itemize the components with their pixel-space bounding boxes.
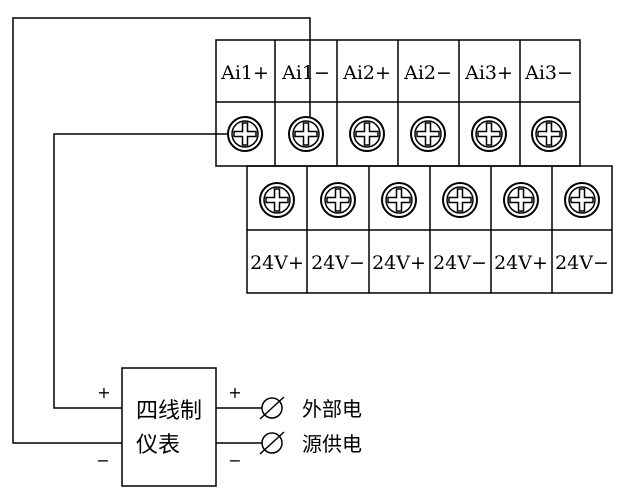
screw-icon xyxy=(259,182,295,218)
screw-icon xyxy=(410,116,446,152)
terminal-label-ai1-plus: Ai1+ xyxy=(220,62,269,84)
four-wire-meter: 四线制 仪表 + − + − xyxy=(96,367,242,487)
meter-left-minus: − xyxy=(96,451,109,470)
screw-icon xyxy=(349,116,385,152)
terminal-label-24v-plus: 24V+ xyxy=(372,252,426,274)
screw-icon xyxy=(503,182,539,218)
supply-label-line1: 外部电 xyxy=(302,397,362,421)
analog-input-terminal-block xyxy=(215,39,581,167)
terminal-label-24v-plus: 24V+ xyxy=(250,252,304,274)
meter-label-line1: 四线制 xyxy=(136,399,202,424)
top-terminal-labels: Ai1+ Ai1− Ai2+ Ai2− Ai3+ Ai3− xyxy=(220,62,573,84)
wire-ai1-plus xyxy=(53,133,228,409)
power-terminal-block xyxy=(246,165,613,294)
top-terminal-screws xyxy=(227,116,567,152)
meter-label-line2: 仪表 xyxy=(136,433,180,458)
screw-icon xyxy=(564,182,600,218)
screw-icon xyxy=(471,116,507,152)
screw-icon xyxy=(320,182,356,218)
supply-label-line2: 源供电 xyxy=(302,432,362,456)
meter-box xyxy=(121,367,217,487)
screw-icon xyxy=(381,182,417,218)
screw-icon xyxy=(442,182,478,218)
terminal-label-ai3-plus: Ai3+ xyxy=(464,62,513,84)
wires xyxy=(12,17,311,444)
supply-terminal-icon xyxy=(259,431,285,455)
terminal-label-ai1-minus: Ai1− xyxy=(281,62,330,84)
screw-icon xyxy=(531,116,567,152)
meter-right-minus: − xyxy=(228,451,241,470)
bottom-terminal-screws xyxy=(259,182,600,218)
bottom-terminal-labels: 24V+ 24V− 24V+ 24V− 24V+ 24V− xyxy=(250,252,609,274)
wire-ai1-minus xyxy=(12,17,311,444)
supply-terminal-icon xyxy=(259,396,285,420)
terminal-label-ai2-minus: Ai2− xyxy=(403,62,452,84)
terminal-label-ai3-minus: Ai3− xyxy=(524,62,573,84)
screw-icon xyxy=(227,116,263,152)
external-supply xyxy=(259,396,285,455)
terminal-label-24v-minus: 24V− xyxy=(555,252,609,274)
meter-right-plus: + xyxy=(228,383,241,402)
terminal-label-ai2-plus: Ai2+ xyxy=(342,62,391,84)
terminal-label-24v-minus: 24V− xyxy=(433,252,487,274)
terminal-label-24v-plus: 24V+ xyxy=(494,252,548,274)
terminal-label-24v-minus: 24V− xyxy=(311,252,365,274)
meter-left-plus: + xyxy=(97,383,110,402)
screw-icon xyxy=(288,116,324,152)
